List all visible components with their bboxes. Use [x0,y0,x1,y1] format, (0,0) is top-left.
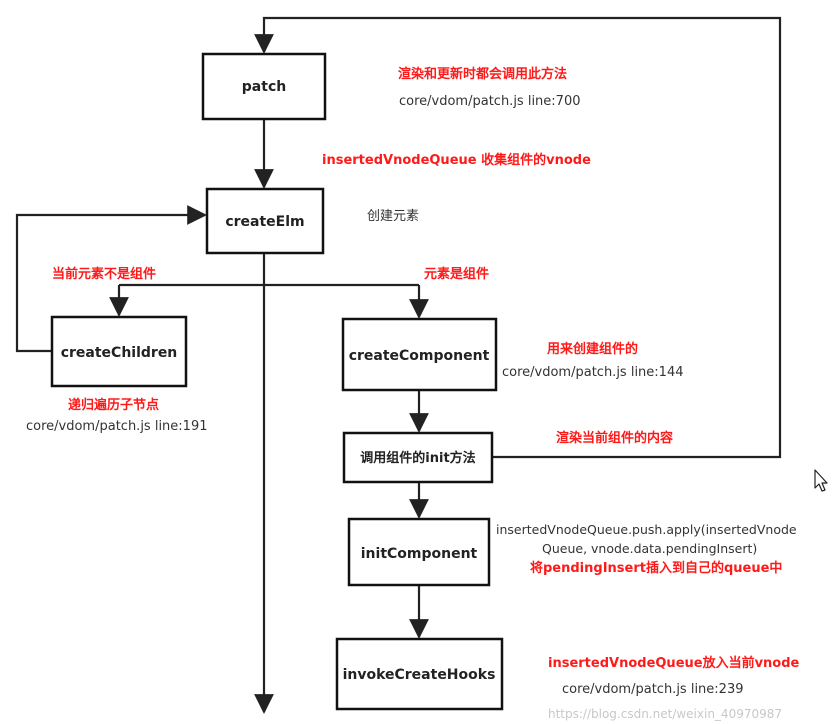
node-call-init: 调用组件的init方法 [342,431,494,484]
note-create-element: 创建元素 [367,209,419,224]
node-create-children-label: createChildren [61,345,178,361]
node-invoke-create-hooks: invokeCreateHooks [335,637,504,711]
node-init-component: initComponent [347,517,491,587]
node-call-init-label: 调用组件的init方法 [360,450,475,466]
note-render-content: 渲染当前组件的内容 [556,430,673,446]
node-invoke-create-hooks-label: invokeCreateHooks [343,667,496,683]
render-loop-arrow [254,16,782,459]
node-create-elm-label: createElm [225,214,304,230]
note-component-src: core/vdom/patch.js line:144 [502,365,684,380]
note-push-apply-line1: insertedVnodeQueue.push.apply(insertedVn… [496,522,797,537]
note-push-apply-line2: Queue, vnode.data.pendingInsert) [542,541,757,556]
note-recursive: 递归遍历子节点 [68,397,159,413]
node-create-elm: createElm [205,187,325,255]
note-hooks-src: core/vdom/patch.js line:239 [562,682,744,697]
note-children-src: core/vdom/patch.js line:191 [26,419,208,434]
node-create-children: createChildren [50,315,188,388]
connectors [15,16,782,714]
mouse-pointer-icon [814,469,828,492]
note-patch-src: core/vdom/patch.js line:700 [399,94,581,109]
note-patch-desc: 渲染和更新时都会调用此方法 [398,66,567,82]
annotations: 渲染和更新时都会调用此方法 core/vdom/patch.js line:70… [26,66,800,697]
note-not-component: 当前元素不是组件 [52,266,156,282]
node-create-component-label: createComponent [349,348,490,364]
note-for-component: 用来创建组件的 [546,341,638,357]
note-is-component: 元素是组件 [424,266,489,282]
nodes: patch createElm createChildren createCom… [50,52,504,711]
note-pending-insert: 将pendingInsert插入到自己的queue中 [530,560,782,576]
node-create-component: createComponent [341,317,498,392]
note-queue-current: insertedVnodeQueue放入当前vnode [548,655,800,671]
node-patch-label: patch [242,79,286,95]
watermark-text: https://blog.csdn.net/weixin_40970987 [548,707,782,721]
node-init-component-label: initComponent [361,546,478,562]
note-queue-collect: insertedVnodeQueue 收集组件的vnode [322,152,591,168]
recursion-loop-arrow [15,205,207,353]
node-patch: patch [201,52,327,121]
